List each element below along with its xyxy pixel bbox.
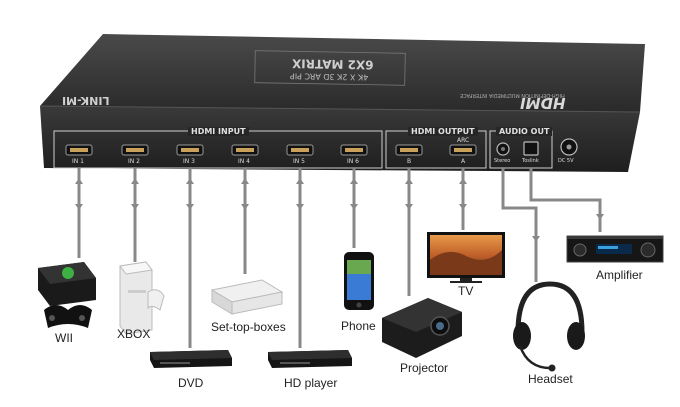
hdmi-tagline: HIGH-DEFINITION MULTIMEDIA INTERFACE bbox=[460, 92, 565, 98]
label-amplifier: Amplifier bbox=[596, 268, 643, 282]
hdmi-port-in4 bbox=[231, 144, 259, 156]
label-dvd: DVD bbox=[178, 376, 204, 390]
port-label-stereo: Stereo bbox=[494, 158, 511, 164]
projector-icon bbox=[382, 298, 462, 358]
arrowheads bbox=[75, 178, 604, 242]
label-tv: TV bbox=[458, 284, 474, 298]
cables bbox=[77, 168, 602, 348]
label-phone: Phone bbox=[341, 319, 376, 333]
hdmi-port-out-b bbox=[395, 144, 423, 156]
dvd-player-icon bbox=[150, 350, 232, 368]
label-wii: WII bbox=[55, 331, 73, 345]
port-label-out-a: A bbox=[461, 158, 466, 165]
matrix-title: 6X2 MATRIX bbox=[291, 56, 374, 72]
toslink-port bbox=[523, 141, 539, 156]
xbox-console-icon bbox=[119, 261, 165, 335]
port-label-in5: IN 5 bbox=[293, 158, 305, 165]
port-label-in3: IN 3 bbox=[183, 158, 195, 165]
hdmi-matrix-device bbox=[39, 34, 645, 172]
brand-logo: LINK-MI bbox=[62, 94, 110, 107]
port-label-in2: IN 2 bbox=[128, 158, 140, 165]
port-label-in6: IN 6 bbox=[347, 158, 359, 165]
port-label-in4: IN 4 bbox=[238, 158, 250, 165]
hdmi-port-in1 bbox=[65, 144, 93, 156]
label-projector: Projector bbox=[400, 361, 449, 375]
matrix-subtitle: 4K X 2K 3D ARC PIP bbox=[289, 71, 369, 82]
hdmi-input-label: HDMI INPUT bbox=[188, 127, 249, 136]
hd-player-icon bbox=[268, 350, 352, 368]
label-hd-player: HD player bbox=[284, 376, 338, 390]
audio-out-label: AUDIO OUT bbox=[496, 127, 553, 136]
amplifier-icon bbox=[566, 235, 664, 263]
label-headset: Headset bbox=[528, 372, 573, 386]
port-label-in1: IN 1 bbox=[72, 158, 84, 165]
port-label-out-b: B bbox=[407, 158, 412, 165]
hdmi-port-in6 bbox=[340, 144, 368, 156]
tv-icon bbox=[427, 232, 505, 283]
headset-icon bbox=[513, 281, 585, 372]
hdmi-port-in5 bbox=[286, 144, 314, 156]
hdmi-port-in2 bbox=[121, 144, 149, 156]
set-top-box-icon bbox=[210, 279, 284, 315]
chassis-top bbox=[40, 34, 645, 112]
port-label-dc: DC 5V bbox=[558, 158, 574, 164]
hdmi-port-in3 bbox=[176, 144, 204, 156]
port-label-arc: ARC bbox=[457, 137, 470, 144]
wii-console-icon bbox=[38, 262, 96, 328]
phone-icon bbox=[344, 252, 374, 310]
label-set-top-boxes: Set-top-boxes bbox=[211, 320, 286, 334]
label-xbox: XBOX bbox=[117, 327, 151, 341]
hdmi-output-label: HDMI OUTPUT bbox=[408, 127, 478, 136]
hdmi-port-out-a bbox=[449, 144, 477, 156]
port-label-toslink: Toslink bbox=[522, 158, 539, 164]
